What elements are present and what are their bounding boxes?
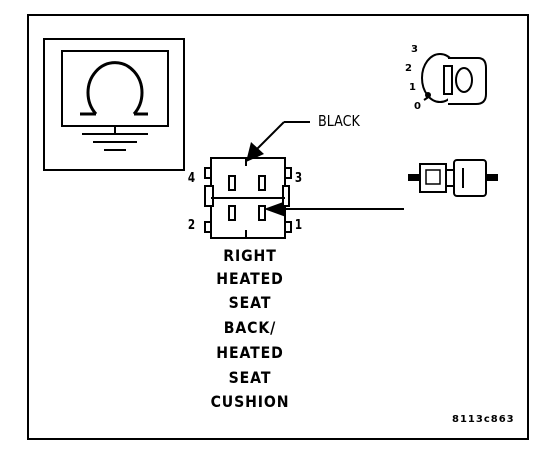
ignition-key-icon [421,53,487,105]
connector-title-line: RIGHT [223,246,277,265]
pin-1-label: 1 [294,218,303,233]
connector-title-line: BACK/ [223,318,277,337]
connector-pair-icon [408,159,498,197]
connector-title-line: HEATED [216,269,284,288]
pin-2-label: 2 [187,218,196,233]
key-position-label: 1 [409,82,416,93]
black-wire-arrow [246,121,310,162]
connector-title-line: SEAT [228,293,272,312]
key-position-label: 2 [405,63,412,74]
connector-title-line: SEAT [228,368,272,387]
connector-title-line: HEATED [216,343,284,362]
pin-3-label: 3 [294,171,303,186]
key-position-label: 0 [414,101,421,112]
main-connector [204,157,292,239]
figure-code: 8113c863 [452,414,515,425]
ground-symbol-icon [43,38,185,171]
connector-title-line: CUSHION [210,392,290,411]
pin1-arrow [264,201,404,217]
key-position-label: 3 [411,44,418,55]
wire-color-label: BLACK [318,112,360,130]
pin-4-label: 4 [187,171,196,186]
